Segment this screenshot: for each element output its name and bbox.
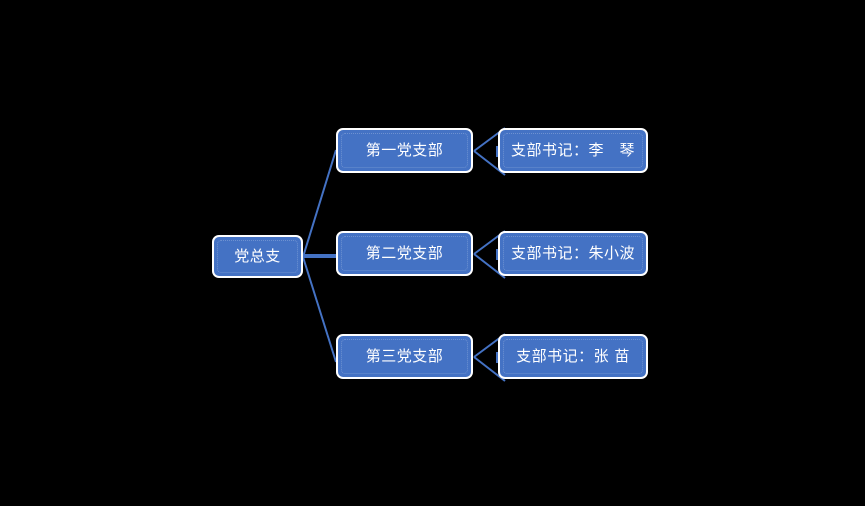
connector-root-to-branch-3 — [302, 256, 337, 363]
connector-root-to-branch-1 — [302, 149, 337, 258]
node-leader-3[interactable]: 支部书记：张 苗 — [498, 334, 648, 379]
node-branch-1-label: 第一党支部 — [365, 141, 444, 159]
node-leader-1[interactable]: 支部书记：李 琴 — [498, 128, 648, 173]
node-root-label: 党总支 — [234, 247, 281, 265]
node-branch-3[interactable]: 第三党支部 — [336, 334, 473, 379]
node-branch-2[interactable]: 第二党支部 — [336, 231, 473, 276]
node-branch-1[interactable]: 第一党支部 — [336, 128, 473, 173]
node-leader-2[interactable]: 支部书记：朱小波 — [498, 231, 648, 276]
node-root[interactable]: 党总支 — [212, 235, 303, 278]
node-leader-3-label: 支部书记：张 苗 — [516, 347, 630, 365]
node-leader-1-label: 支部书记：李 琴 — [510, 141, 635, 159]
node-leader-2-label: 支部书记：朱小波 — [510, 244, 635, 262]
node-branch-3-label: 第三党支部 — [365, 347, 444, 365]
node-branch-2-label: 第二党支部 — [365, 244, 444, 262]
